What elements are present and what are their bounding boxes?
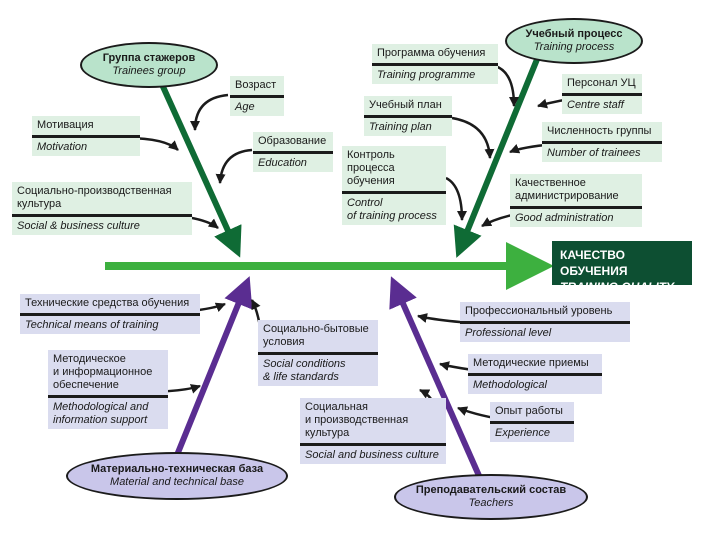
factor-tech-means-ru: Технические средства обучения [25,297,190,309]
group-process-oval: Учебный процесс Training process [505,18,643,64]
group-trainees-ru: Группа стажеров [102,52,196,64]
factor-education-en: Education [258,157,307,169]
factor-group-size-en: Number of trainees [547,147,641,159]
group-base-en: Material and technical base [110,476,244,488]
factor-experience-en: Experience [495,427,551,439]
factor-control-ru: Контроль процесса обучения [347,149,395,187]
factor-administration-ru: Качественное администрирование [515,177,619,202]
factor-method-support-en: Methodological and information support [53,401,149,426]
factor-group-size: Численность группы Number of trainees [542,122,662,162]
arrow-age [190,93,229,131]
training-quality-en: TRAINING QUALITY [560,280,674,294]
bone-base [172,276,253,462]
factor-motivation-en: Motivation [37,141,88,153]
factor-programme: Программа обучения Training programme [372,44,498,84]
arrow-control [445,176,467,221]
factor-programme-en: Training programme [377,69,476,81]
factor-social-culture: Социальная и производственная культура S… [300,398,446,464]
factor-social-conditions-en: Social conditions & life standards [263,358,346,383]
factor-methods-en: Methodological [473,379,547,391]
group-base-ru: Материально-техническая база [90,463,264,475]
factor-methods: Методические приемы Methodological [468,354,602,394]
factor-culture-en: Social & business culture [17,220,140,232]
factor-education-ru: Образование [258,135,327,147]
factor-prof-level: Профессиональный уровень Professional le… [460,302,630,342]
arrow-plan [451,116,495,159]
factor-culture: Социально-производственная культура Soci… [12,182,192,235]
factor-control: Контроль процесса обучения Control of tr… [342,146,446,225]
factor-culture-ru: Социально-производственная культура [17,185,172,210]
group-trainees-en: Trainees group [112,65,186,77]
factor-experience-ru: Опыт работы [495,405,563,417]
factor-plan: Учебный план Training plan [364,96,452,136]
training-quality-ru: КАЧЕСТВО ОБУЧЕНИЯ [560,248,628,278]
factor-motivation-ru: Мотивация [37,119,94,131]
factor-administration-en: Good administration [515,212,614,224]
factor-control-en: Control of training process [347,197,437,222]
factor-age: Возраст Age [230,76,284,116]
training-quality-box: КАЧЕСТВО ОБУЧЕНИЯ TRAINING QUALITY [552,241,692,294]
bone-trainees [157,78,242,258]
factor-method-support-ru: Методическое и информационное обеспечени… [53,353,153,391]
factor-staff: Персонал УЦ Centre staff [562,74,642,114]
factor-motivation: Мотивация Motivation [32,116,140,156]
factor-social-conditions-ru: Социально-бытовые условия [263,323,369,348]
group-trainees-oval: Группа стажеров Trainees group [80,42,218,88]
group-process-en: Training process [533,41,615,53]
factor-staff-en: Centre staff [567,99,624,111]
factor-staff-ru: Персонал УЦ [567,77,636,89]
factor-prof-level-ru: Профессиональный уровень [465,305,613,317]
factor-age-ru: Возраст [235,79,277,91]
arrow-education [215,148,253,184]
bone-teachers [389,276,483,480]
factor-social-conditions: Социально-бытовые условия Social conditi… [258,320,378,386]
group-base-oval: Материально-техническая база Material an… [66,452,288,500]
factor-plan-ru: Учебный план [369,99,442,111]
factor-education: Образование Education [253,132,333,172]
factor-experience: Опыт работы Experience [490,402,574,442]
factor-prof-level-en: Professional level [465,327,552,339]
factor-tech-means: Технические средства обучения Technical … [20,294,200,334]
factor-methods-ru: Методические приемы [473,357,589,369]
factor-administration: Качественное администрирование Good admi… [510,174,642,227]
group-teachers-oval: Преподавательский состав Teachers [394,474,588,520]
factor-social-culture-ru: Социальная и производственная культура [305,401,409,439]
group-teachers-ru: Преподавательский состав [415,484,567,496]
factor-age-en: Age [235,101,255,113]
group-process-ru: Учебный процесс [525,28,623,40]
factor-group-size-ru: Численность группы [547,125,652,137]
factor-method-support: Методическое и информационное обеспечени… [48,350,168,429]
factor-social-culture-en: Social and business culture [305,449,439,461]
factor-tech-means-en: Technical means of training [25,319,159,331]
factor-plan-en: Training plan [369,121,432,133]
factor-programme-ru: Программа обучения [377,47,486,59]
bone-process [453,50,543,258]
group-teachers-en: Teachers [468,497,514,509]
